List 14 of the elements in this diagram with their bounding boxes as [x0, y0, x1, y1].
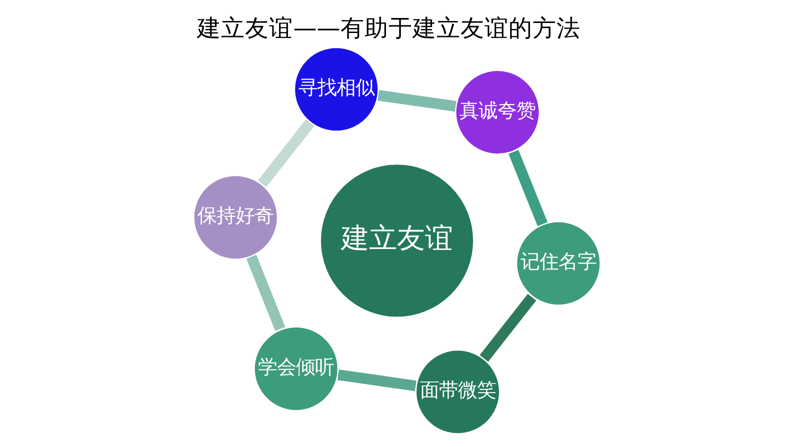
node-circle: 学会倾听: [252, 325, 340, 412]
connector: [246, 254, 286, 332]
node-circle: 寻找相似: [292, 46, 380, 133]
node-circle: 保持好奇: [192, 174, 279, 261]
connector: [337, 369, 416, 392]
connector: [480, 294, 536, 362]
node-circle: 面带微笑: [414, 348, 502, 436]
node-circle: 记住名字: [515, 220, 602, 307]
node-circle: 真诚夸赞: [454, 68, 541, 156]
connector: [378, 90, 456, 112]
diagram-title: 建立友谊——有助于建立友谊的方法: [197, 14, 580, 42]
connector: [258, 119, 314, 188]
connector: [508, 150, 548, 226]
node-circle: 建立友谊: [318, 162, 476, 319]
